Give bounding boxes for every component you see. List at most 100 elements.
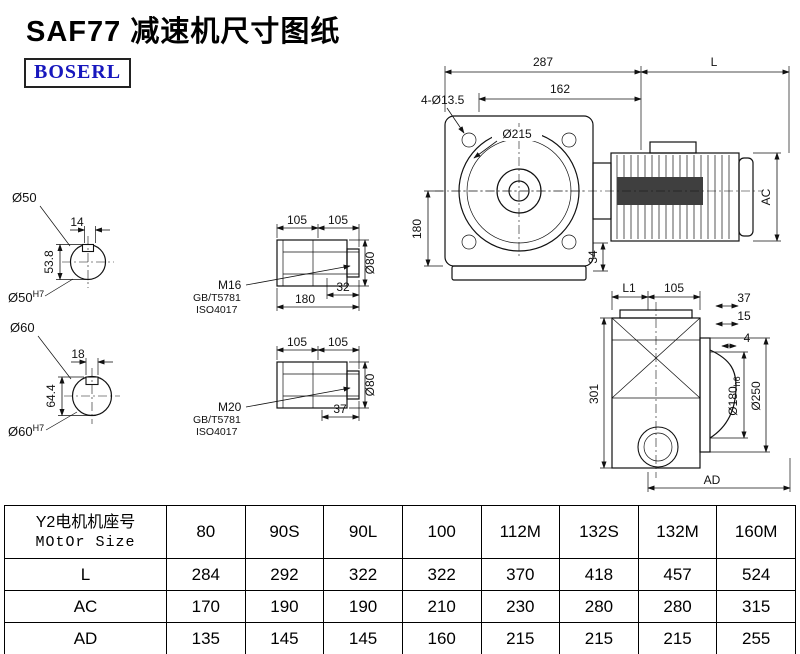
shaft-section-50: Ø50 14 53.8 Ø50H7 — [8, 190, 114, 305]
value-cell: 145 — [244, 622, 325, 654]
output-flange-profile — [709, 349, 737, 439]
dim-162-label: 162 — [550, 82, 570, 96]
value-cell: 170 — [166, 590, 246, 623]
std-gb-m20: GB/T5781 — [193, 414, 241, 426]
dia-180h6-label: Ø180h6 — [726, 376, 742, 415]
size-col-header: 100 — [401, 505, 482, 559]
row-label: AC — [4, 590, 167, 623]
bore-60-tolerance: H7 — [33, 423, 45, 433]
dia-80-m16-label: Ø80 — [363, 251, 377, 274]
header-line-cn: Y2电机机座号 — [35, 514, 136, 532]
front-view-dimensions: 287 L 162 4-Ø13.5 Ø215 180 34 AC — [410, 55, 790, 272]
dim-15-label: 15 — [737, 309, 751, 323]
dim-64-4-label: 64.4 — [44, 384, 58, 408]
value-cell: 190 — [244, 590, 325, 623]
motor-size-header-cell: Y2电机机座号 MOtOr Size — [4, 505, 167, 559]
std-iso-m20: ISO4017 — [196, 426, 238, 438]
brand-logo: BOSERL — [24, 58, 132, 88]
value-cell: 315 — [716, 590, 796, 623]
hollow-shaft-bore — [643, 432, 673, 462]
section-60-centerlines — [64, 368, 120, 424]
value-cell: 418 — [559, 558, 639, 591]
bore-50-value: Ø50 — [8, 290, 33, 305]
size-col-header: 132M — [637, 505, 718, 559]
value-cell: 215 — [559, 622, 639, 654]
value-cell: 370 — [480, 558, 561, 591]
value-cell: 190 — [323, 590, 403, 623]
keyway-width-14-label: 14 — [70, 215, 84, 229]
value-cell: 524 — [716, 558, 796, 591]
dimension-table: Y2电机机座号 MOtOr Size 80 90S 90L 100 112M 1… — [4, 505, 796, 654]
keyway-width-18-label: 18 — [71, 347, 85, 361]
dia-250-label: Ø250 — [749, 381, 763, 411]
value-cell: 292 — [244, 558, 325, 591]
table-row-AC: AC 170 190 190 210 230 280 280 315 — [4, 590, 796, 623]
value-cell: 230 — [480, 590, 561, 623]
bore-60-value: Ø60 — [8, 424, 33, 439]
dim-L1-label: L1 — [622, 281, 636, 295]
size-col-header: 90L — [323, 505, 403, 559]
value-cell: 284 — [166, 558, 246, 591]
dim-301-label: 301 — [587, 384, 601, 404]
value-cell: 280 — [559, 590, 639, 623]
value-cell: 322 — [401, 558, 482, 591]
dim-105b-m16: 105 — [328, 213, 348, 227]
size-col-header: 80 — [166, 505, 246, 559]
bolt-hole — [461, 132, 477, 148]
dia-180-value: Ø180 — [726, 386, 740, 416]
size-col-header: 132S — [559, 505, 639, 559]
std-gb-m16: GB/T5781 — [193, 292, 241, 304]
value-cell: 457 — [637, 558, 718, 591]
dim-37-label: 37 — [737, 291, 751, 305]
bore-60H7-label: Ø60H7 — [8, 423, 44, 439]
dim-L-label: L — [711, 55, 718, 69]
dim-AD-label: AD — [704, 473, 721, 487]
table-row-L: L 284 292 322 322 370 418 457 524 — [4, 558, 796, 591]
dim-287-label: 287 — [533, 55, 553, 69]
size-col-header: 160M — [716, 505, 796, 559]
dim-105-label: 105 — [664, 281, 684, 295]
dia-80-m20-label: Ø80 — [363, 373, 377, 396]
dia-50-label: Ø50 — [12, 190, 37, 205]
dim-34-label: 34 — [586, 250, 600, 264]
value-cell: 215 — [480, 622, 561, 654]
dia-60-label: Ø60 — [10, 320, 35, 335]
section-50-centerlines — [62, 236, 114, 288]
dim-32-label: 32 — [336, 280, 350, 294]
shaft-detail-m20: 105 105 M20 37 GB/T5781 ISO4017 Ø80 — [193, 335, 377, 438]
gearbox-foot-flange — [451, 265, 587, 281]
value-cell: 215 — [637, 622, 718, 654]
value-cell: 255 — [716, 622, 796, 654]
value-cell: 210 — [401, 590, 482, 623]
technical-drawing-canvas: 287 L 162 4-Ø13.5 Ø215 180 34 AC — [8, 55, 791, 492]
bore-50-tolerance: H7 — [33, 289, 45, 299]
bolt-hole — [561, 132, 577, 148]
bolt-hole — [461, 234, 477, 250]
dim-37-shaft-label: 37 — [333, 402, 347, 416]
row-label: AD — [4, 622, 167, 654]
bore-50H7-label: Ø50H7 — [8, 289, 44, 305]
dim-180-shaft-label: 180 — [295, 292, 315, 306]
motor-end-cap — [738, 157, 754, 237]
dim-105b-m20: 105 — [328, 335, 348, 349]
dim-53-8-label: 53.8 — [42, 250, 56, 274]
dim-105a-m20: 105 — [287, 335, 307, 349]
motor-terminal-box — [649, 141, 697, 154]
value-cell: 280 — [637, 590, 718, 623]
table-header-row: Y2电机机座号 MOtOr Size 80 90S 90L 100 112M 1… — [4, 505, 796, 559]
shaft-end-m20 — [346, 370, 360, 400]
size-col-header: 112M — [480, 505, 561, 559]
shaft-detail-m16: 105 105 M16 32 180 GB/T5781 ISO4017 Ø80 — [193, 213, 377, 316]
value-cell: 322 — [323, 558, 403, 591]
dim-105a-m16: 105 — [287, 213, 307, 227]
side-view-dimensions: L1 105 37 15 4 301 Ø180h6 Ø250 AD — [587, 281, 791, 492]
header-line-en: MOtOr Size — [35, 533, 136, 551]
value-cell: 135 — [166, 622, 246, 654]
bolt-hole — [561, 234, 577, 250]
dia-180-tolerance: h6 — [732, 376, 742, 386]
size-col-header: 90S — [244, 505, 325, 559]
table-row-AD: AD 135 145 145 160 215 215 215 255 — [4, 622, 796, 654]
front-view: 287 L 162 4-Ø13.5 Ø215 180 34 AC — [410, 55, 790, 281]
dim-AC-label: AC — [759, 188, 773, 205]
